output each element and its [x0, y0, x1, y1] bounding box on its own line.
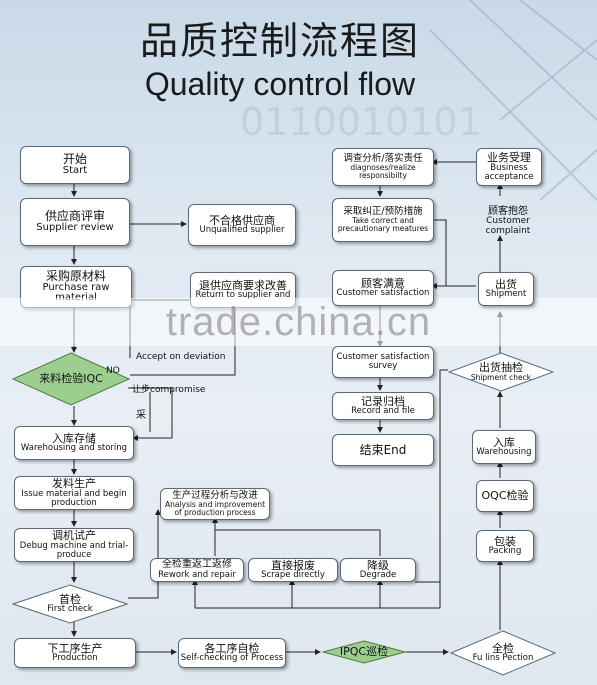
- shipment-check-decision: 出货抽检 Shipment check: [448, 352, 554, 392]
- shipment-node: 出货 Shipment: [478, 272, 534, 306]
- unqualified-supplier-node: 不合格供应商 Unqualified supplier: [188, 204, 296, 246]
- page-title-en: Quality control flow: [144, 66, 416, 102]
- end-node: 结束End: [332, 434, 434, 466]
- compromise-label: 让步compromise: [132, 385, 206, 395]
- full-inspection-decision: 全检 Fu lins Pection: [450, 630, 556, 676]
- business-acceptance-node: 业务受理 Business acceptance: [476, 148, 542, 186]
- no-label: NO: [106, 366, 120, 376]
- degrade-node: 降级 Degrade: [340, 558, 416, 582]
- warehousing-storing-node: 入库存储 Warehousing and storing: [14, 426, 134, 460]
- self-checking-node: 各工序自检 Self-checking of Process: [178, 638, 286, 668]
- warehousing-node: 入库 Warehousing: [472, 430, 536, 464]
- rework-node: 全检重返工返修 Rework and repair: [150, 558, 244, 582]
- iqc-decision: 来料检验IQC: [12, 352, 130, 406]
- packing-node: 包装 Packing: [476, 530, 534, 562]
- accept-deviation-label: Accept on deviation: [136, 352, 226, 362]
- watermark: trade.china.cn: [0, 298, 597, 346]
- diagnoses-node: 调查分析/落实责任 diagnoses/realize responsibilt…: [332, 148, 434, 186]
- adopt-label: 采: [136, 410, 146, 421]
- corrective-node: 采取纠正/预防措施 Take correct and precautionary…: [332, 198, 434, 242]
- scrape-node: 直接报废 Scrape directly: [248, 558, 338, 582]
- oqc-node: OQC检验: [476, 480, 534, 512]
- ipqc-decision: IPQC巡检: [322, 640, 406, 664]
- satisfaction-node: 顾客满意 Customer satisfaction: [332, 270, 434, 306]
- supplier-review-node: 供应商评审 Supplier review: [20, 198, 130, 246]
- first-check-decision: 首检 First check: [12, 584, 128, 624]
- analysis-node: 生产过程分析与改进 Analysis and improvement of pr…: [160, 488, 270, 520]
- issue-material-node: 发料生产 Issue material and begin production: [14, 476, 134, 510]
- record-node: 记录归档 Record and file: [332, 392, 434, 420]
- page-title-zh: 品质控制流程图: [139, 19, 420, 63]
- survey-node: Customer satisfaction survey: [332, 346, 434, 378]
- start-node: 开始 Start: [20, 146, 130, 184]
- customer-complaint-label: 顾客抱怨 Customer complaint: [485, 206, 531, 236]
- debug-machine-node: 调机试产 Debug machine and trial-produce: [14, 528, 134, 562]
- next-production-node: 下工序生产 Production: [14, 638, 136, 668]
